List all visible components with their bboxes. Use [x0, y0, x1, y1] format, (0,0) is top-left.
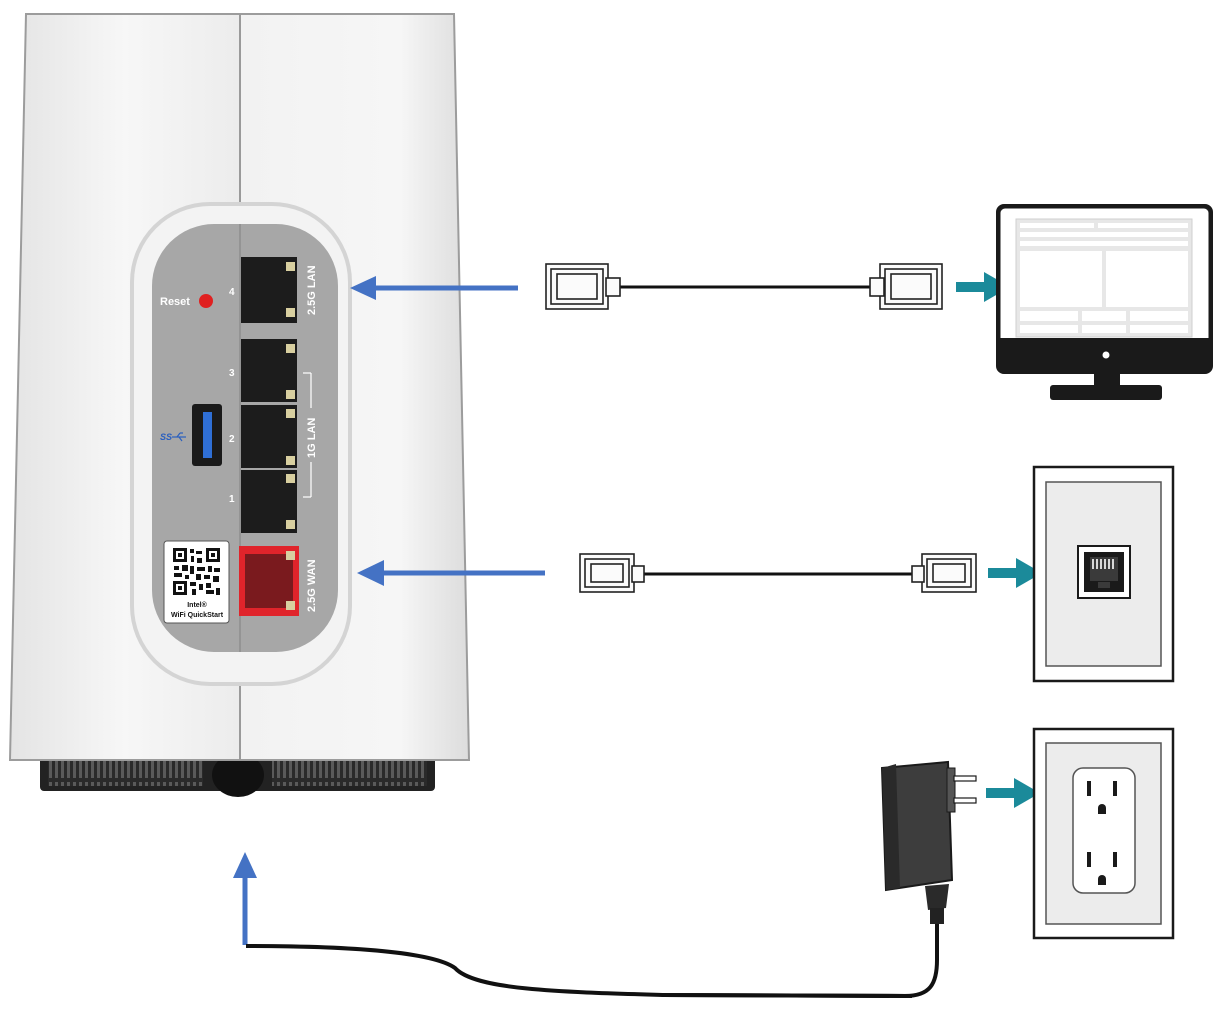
- wan-ethernet-cable: [579, 553, 977, 593]
- lan-ethernet-cable: [545, 263, 943, 310]
- outlet-socket-top: [1087, 781, 1117, 814]
- qr-code-modules: [173, 548, 220, 595]
- usb-label: SS: [160, 432, 172, 442]
- router: Reset SS 4 2.5G LAN 3 2 1: [8, 13, 471, 797]
- wan-label: 2.5G WAN: [306, 559, 318, 612]
- power-outlet-icon: [1032, 727, 1175, 940]
- lan-port-4[interactable]: [241, 257, 297, 323]
- ethernet-wall-jack-icon: [1032, 465, 1175, 683]
- usb-port-tongue: [203, 412, 212, 458]
- lan-port-3[interactable]: [241, 339, 297, 402]
- usb-icon: [172, 432, 186, 442]
- lan-1g-bracket: [303, 372, 312, 498]
- lan-1g-label: 1G LAN: [306, 418, 318, 458]
- port-3-number: 3: [229, 368, 235, 379]
- lan-port-1[interactable]: [241, 470, 297, 533]
- port-4-number: 4: [229, 287, 235, 298]
- arrow-to-power-port: [233, 852, 257, 945]
- lan-port-2[interactable]: [241, 405, 297, 468]
- lan-cable-plug-right: [869, 263, 943, 310]
- arrow-to-wall-jack: [988, 558, 1042, 588]
- router-vents-right: [272, 760, 427, 786]
- router-cable-hole: [212, 753, 264, 797]
- qr-brand-text: Intel®: [187, 601, 207, 609]
- port-2-number: 2: [229, 434, 235, 445]
- outlet-socket-bottom: [1087, 852, 1117, 885]
- qr-label: Intel® WiFi QuickStart: [163, 540, 230, 624]
- router-vents-left: [48, 760, 203, 786]
- wan-port[interactable]: [239, 546, 299, 616]
- arrow-to-wan-port: [357, 560, 545, 586]
- wan-cable-plug-right: [911, 553, 977, 593]
- reset-button[interactable]: [199, 294, 213, 308]
- monitor-icon: [996, 204, 1213, 400]
- power-cable: [245, 910, 939, 999]
- arrow-to-power-outlet: [986, 778, 1040, 808]
- reset-label: Reset: [160, 296, 190, 308]
- wan-cable-plug-left: [579, 553, 645, 593]
- qr-caption-text: WiFi QuickStart: [171, 612, 224, 619]
- port-1-number: 1: [229, 494, 235, 505]
- power-adapter-icon: [880, 760, 977, 924]
- lan-2-5g-label: 2.5G LAN: [306, 265, 318, 315]
- arrow-to-lan-port: [350, 276, 518, 300]
- lan-cable-plug-left: [545, 263, 621, 310]
